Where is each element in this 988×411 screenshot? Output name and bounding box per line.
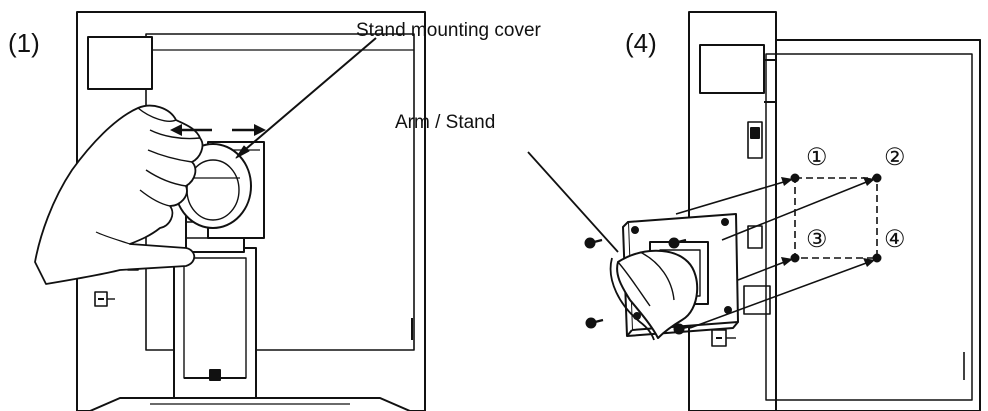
guide-arrow-2 (721, 180, 870, 241)
hole-number-4: ④ (884, 226, 906, 253)
monitor-handle (699, 44, 765, 94)
hole-number-2: ② (884, 144, 906, 171)
vesa-hole-1 (790, 173, 800, 183)
arm-stand-label: Arm / Stand (395, 112, 495, 133)
step-label-1: (1) (8, 28, 40, 58)
hand (34, 104, 204, 285)
guide-arrow-1 (675, 180, 788, 215)
panel-remove-cover (34, 11, 426, 411)
handle-block (87, 36, 153, 90)
vesa-hole-pattern (794, 177, 878, 259)
side-port-top (747, 121, 763, 159)
monitor-rear-panel (775, 39, 981, 411)
hole-number-1: ① (806, 144, 828, 171)
stand-column (173, 247, 257, 411)
panel-attach-arm (527, 11, 981, 411)
vesa-hole-3 (790, 253, 800, 263)
vesa-hole-2 (872, 173, 882, 183)
cover-leader-line (239, 37, 377, 155)
screw-bottom-right (673, 323, 692, 335)
vesa-hole-4 (872, 253, 882, 263)
stand-mounting-cover-label: Stand mounting cover (356, 20, 542, 41)
arm-stand-body (616, 249, 699, 339)
screw-bottom-left (585, 317, 604, 329)
screw-top-left (584, 237, 603, 249)
guide-arrow-3 (737, 260, 788, 281)
hole-number-3: ③ (806, 226, 828, 253)
arm-leader-line (527, 151, 619, 253)
guide-arrow-4 (689, 261, 870, 329)
screw-top-right (668, 237, 687, 249)
step-label-4: (4) (625, 28, 657, 58)
side-port-low (743, 285, 771, 315)
